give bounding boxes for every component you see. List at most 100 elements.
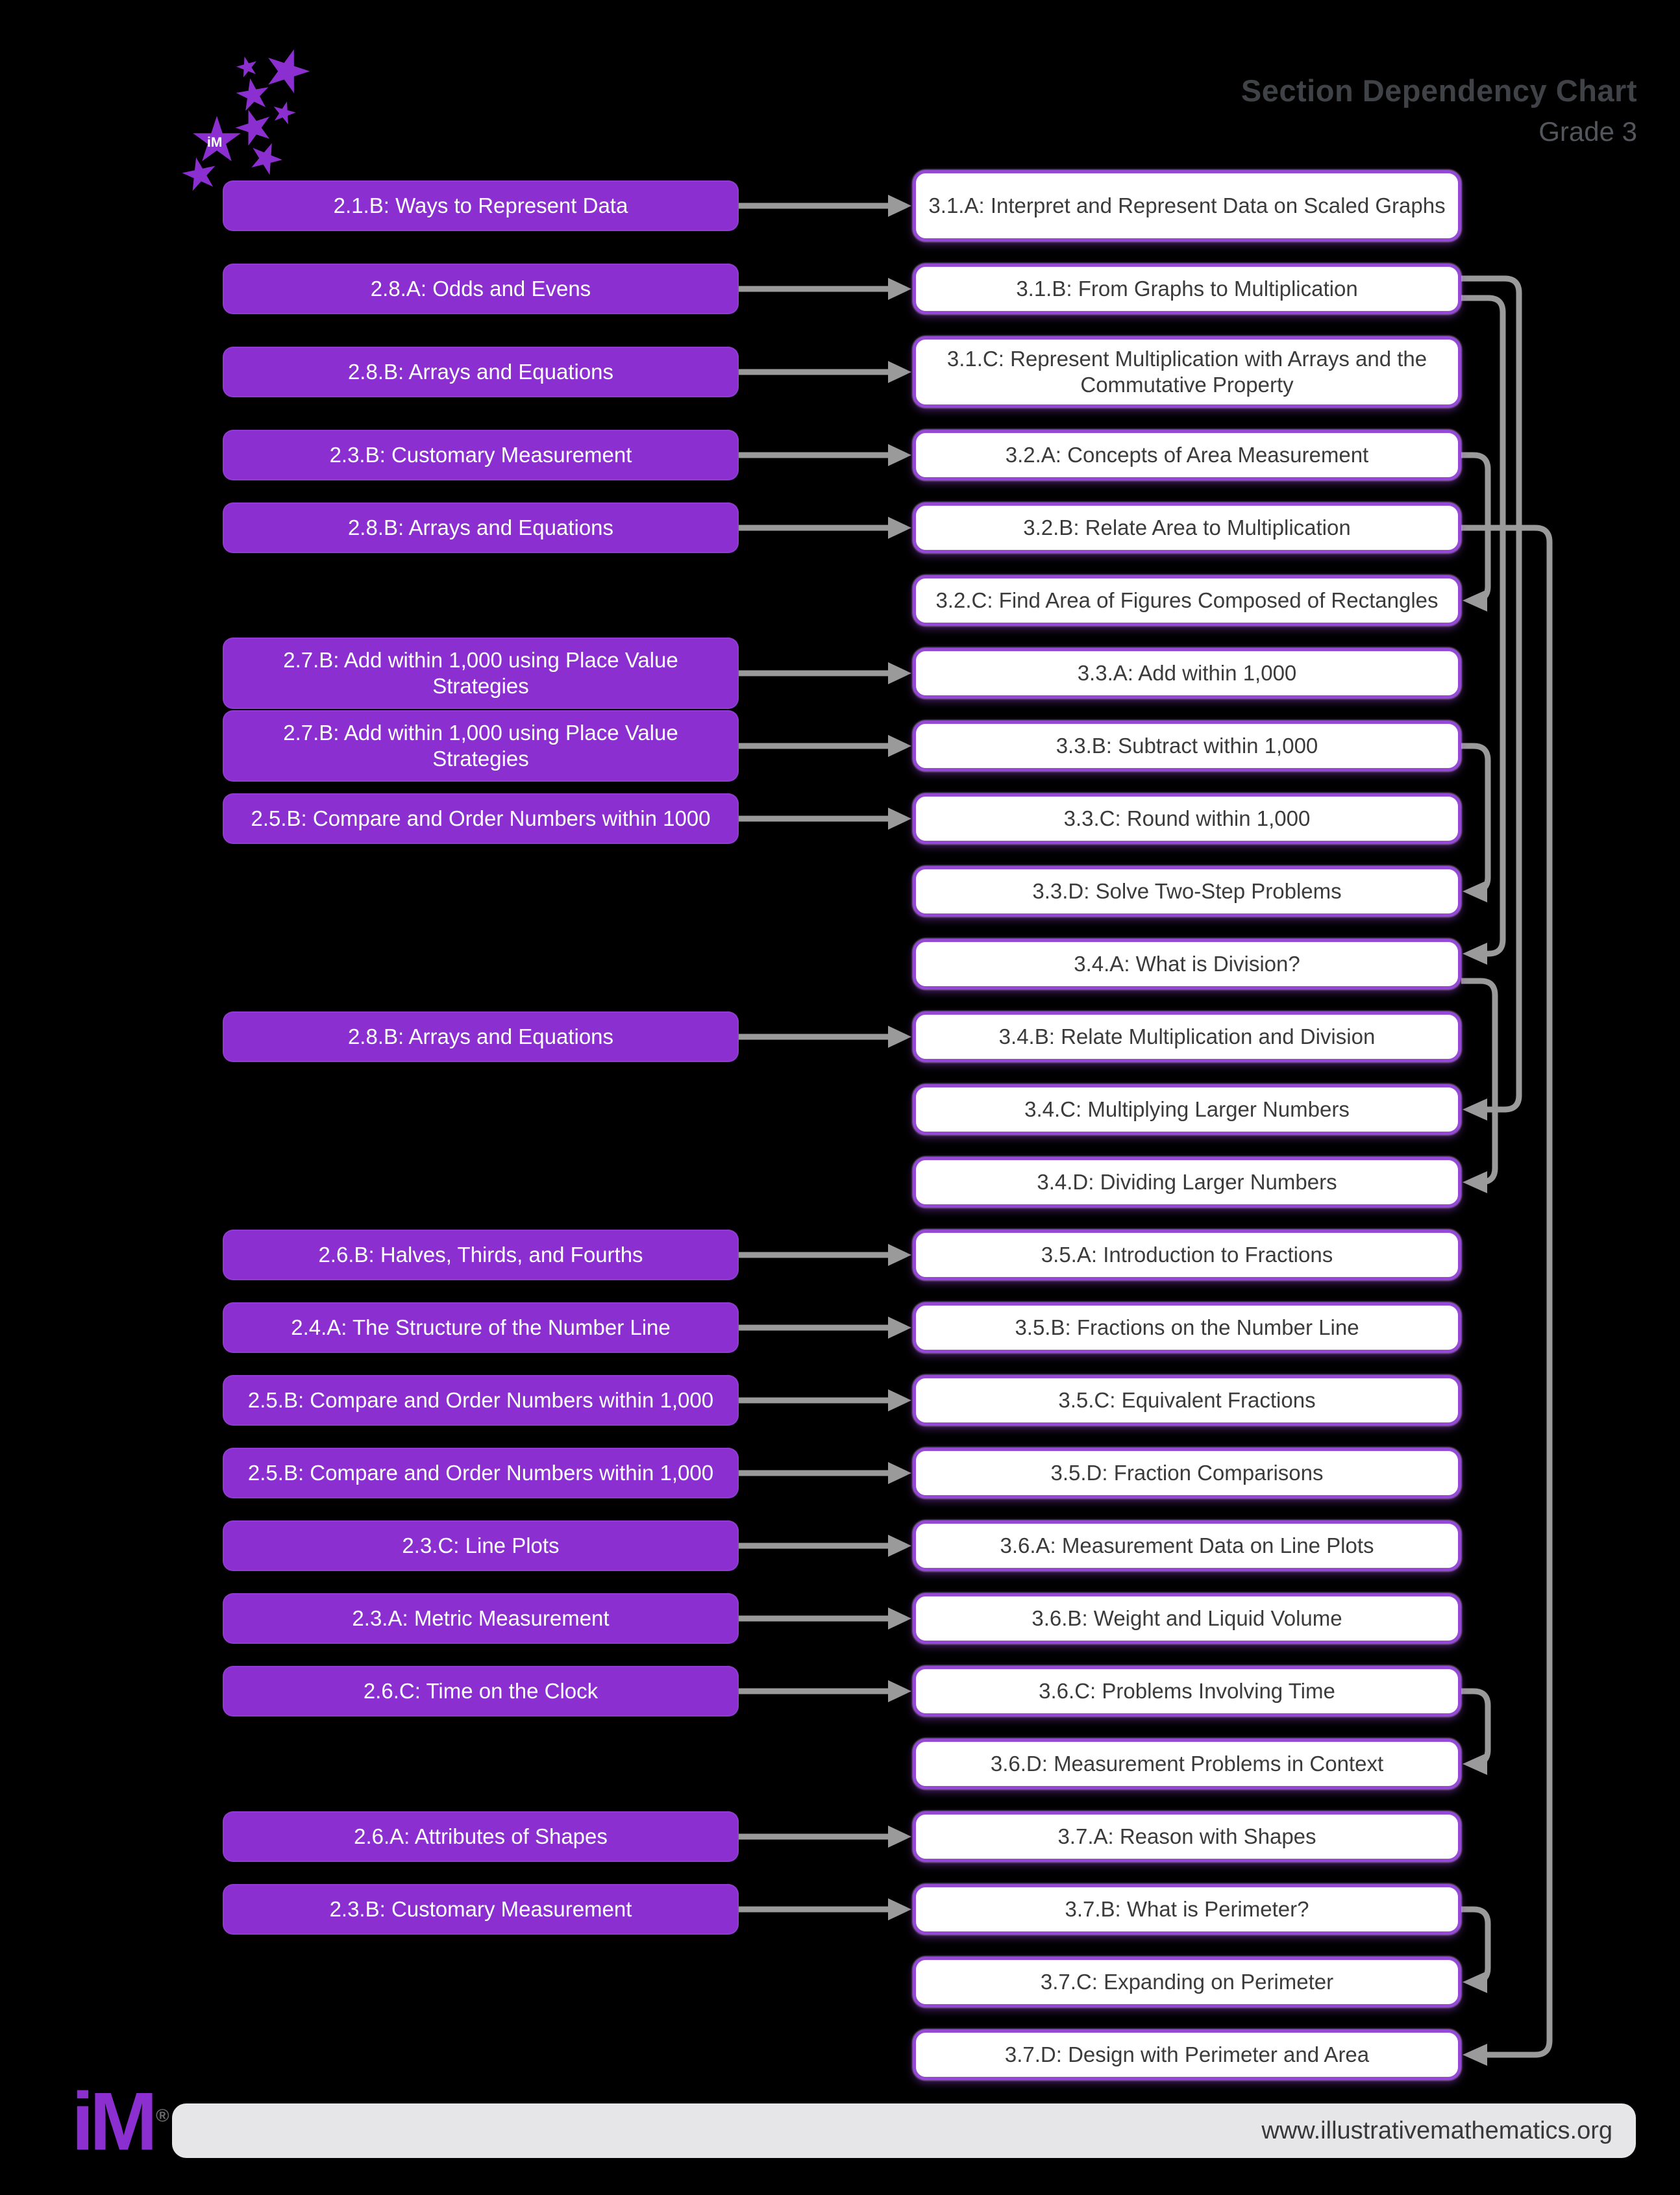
arrowhead-right-icon [888,444,911,466]
dependency-elbow-line [1461,1688,1491,1767]
section-label: 2.3.B: Customary Measurement [329,1896,632,1921]
grade3-section-node: 3.1.B: From Graphs to Multiplication [913,264,1461,314]
grade3-section-node: 3.7.B: What is Perimeter? [913,1884,1461,1935]
section-label: 2.8.B: Arrays and Equations [347,359,614,384]
arrowhead-right-icon [888,1607,911,1630]
grade2-section-node: 2.8.B: Arrays and Equations [223,347,739,397]
arrowhead-right-icon [888,1898,911,1920]
grade3-section-node: 3.4.D: Dividing Larger Numbers [913,1157,1461,1208]
arrowhead-right-icon [888,735,911,757]
chart-header: Section Dependency Chart Grade 3 [1241,73,1637,147]
section-label: 3.3.D: Solve Two-Step Problems [1032,878,1342,903]
arrowhead-right-icon [888,1317,911,1339]
arrowhead-right-icon [888,517,911,539]
section-label: 3.2.B: Relate Area to Multiplication [1023,515,1351,539]
section-label: 2.8.B: Arrays and Equations [347,1024,614,1048]
section-label: 3.6.A: Measurement Data on Line Plots [1000,1533,1374,1557]
footer-bar: www.illustrativemathematics.org [172,2103,1636,2158]
grade2-section-node: 2.3.C: Line Plots [223,1520,739,1571]
dependency-elbow-line [1461,525,1553,2058]
section-label: 3.3.C: Round within 1,000 [1063,806,1311,830]
grade3-section-node: 3.7.A: Reason with Shapes [913,1811,1461,1862]
section-label: 3.4.A: What is Division? [1074,951,1300,976]
arrowhead-left-icon [1463,880,1487,902]
grade3-section-node: 3.7.C: Expanding on Perimeter [913,1957,1461,2007]
grade2-section-node: 2.6.B: Halves, Thirds, and Fourths [223,1230,739,1280]
grade3-section-node: 3.6.D: Measurement Problems in Context [913,1739,1461,1789]
im-logo-text: iM [71,2076,158,2167]
grade3-section-node: 3.5.C: Equivalent Fractions [913,1375,1461,1426]
grade3-section-node: 3.4.C: Multiplying Larger Numbers [913,1084,1461,1135]
grade3-section-node: 3.2.C: Find Area of Figures Composed of … [913,575,1461,626]
dependency-elbow-line [1461,295,1506,957]
section-label: 2.3.A: Metric Measurement [352,1606,610,1630]
grade3-section-node: 3.5.A: Introduction to Fractions [913,1230,1461,1280]
arrowhead-right-icon [888,1680,911,1702]
grade2-section-node: 2.5.B: Compare and Order Numbers within … [223,793,739,844]
im-logo: iM® [71,2081,169,2163]
grade3-section-node: 3.6.B: Weight and Liquid Volume [913,1593,1461,1644]
grade3-section-node: 3.3.A: Add within 1,000 [913,648,1461,699]
grade2-section-node: 2.3.A: Metric Measurement [223,1593,739,1644]
section-label: 3.5.D: Fraction Comparisons [1050,1460,1324,1485]
section-label: 3.5.A: Introduction to Fractions [1041,1242,1333,1267]
section-label: 3.1.C: Represent Multiplication with Arr… [946,346,1427,397]
section-label: 3.7.D: Design with Perimeter and Area [1004,2042,1370,2066]
arrowhead-right-icon [888,1535,911,1557]
arrowhead-right-icon [888,1462,911,1484]
section-label: 2.7.B: Add within 1,000 using Place Valu… [283,720,678,771]
grade2-section-node: 2.5.B: Compare and Order Numbers within … [223,1375,739,1426]
section-label: 3.6.C: Problems Involving Time [1039,1678,1335,1703]
grade2-section-node: 2.6.A: Attributes of Shapes [223,1811,739,1862]
grade3-section-node: 3.1.C: Represent Multiplication with Arr… [913,336,1461,408]
arrowhead-left-icon [1463,1098,1487,1121]
dependency-elbow-line [1461,275,1522,1113]
grade3-section-node: 3.5.D: Fraction Comparisons [913,1448,1461,1498]
section-label: 3.1.B: From Graphs to Multiplication [1016,276,1358,301]
section-label: 3.7.C: Expanding on Perimeter [1040,1969,1334,1994]
grade2-section-node: 2.8.B: Arrays and Equations [223,502,739,553]
section-label: 2.5.B: Compare and Order Numbers within … [247,1387,714,1412]
registered-mark: ® [155,2105,169,2126]
arrowhead-left-icon [1463,589,1487,612]
arrowhead-right-icon [888,1826,911,1848]
arrowhead-left-icon [1463,1753,1487,1775]
grade2-section-node: 2.8.B: Arrays and Equations [223,1011,739,1062]
section-label: 3.2.A: Concepts of Area Measurement [1005,442,1369,467]
section-label: 2.8.B: Arrays and Equations [347,515,614,539]
grade2-section-node: 2.6.C: Time on the Clock [223,1666,739,1717]
section-label: 2.1.B: Ways to Represent Data [333,193,628,217]
grade3-section-node: 3.4.B: Relate Multiplication and Divisio… [913,1011,1461,1062]
arrowhead-right-icon [888,1244,911,1266]
footer-url: www.illustrativemathematics.org [1261,2116,1612,2144]
grade2-section-node: 2.3.B: Customary Measurement [223,1884,739,1935]
section-label: 3.4.B: Relate Multiplication and Divisio… [998,1024,1376,1048]
grade3-section-node: 3.1.A: Interpret and Represent Data on S… [913,170,1461,242]
section-label: 2.3.B: Customary Measurement [329,442,632,467]
section-label: 3.4.D: Dividing Larger Numbers [1037,1169,1337,1194]
arrowhead-left-icon [1463,1171,1487,1193]
grade3-section-node: 3.3.B: Subtract within 1,000 [913,721,1461,771]
dependency-elbow-line [1461,1906,1491,1985]
grade3-section-node: 3.4.A: What is Division? [913,939,1461,989]
grade2-section-node: 2.3.B: Customary Measurement [223,430,739,480]
page-title: Section Dependency Chart [1241,73,1637,108]
dependency-elbow-line [1461,978,1498,1185]
arrowhead-right-icon [888,1389,911,1411]
section-label: 2.6.C: Time on the Clock [363,1678,599,1703]
section-label: 3.2.C: Find Area of Figures Composed of … [935,588,1439,612]
grade2-section-node: 2.8.A: Odds and Evens [223,264,739,314]
arrowhead-left-icon [1463,2044,1487,2066]
grade2-section-node: 2.5.B: Compare and Order Numbers within … [223,1448,739,1498]
section-label: 3.4.C: Multiplying Larger Numbers [1024,1097,1350,1121]
grade2-section-node: 2.4.A: The Structure of the Number Line [223,1302,739,1353]
section-label: 2.5.B: Compare and Order Numbers within … [247,1460,714,1485]
arrowhead-left-icon [1463,1971,1487,1993]
grade2-section-node: 2.1.B: Ways to Represent Data [223,180,739,231]
section-label: 3.1.A: Interpret and Represent Data on S… [928,193,1446,217]
arrowhead-right-icon [888,808,911,830]
grade3-section-node: 3.3.D: Solve Two-Step Problems [913,866,1461,917]
arrowhead-right-icon [888,195,911,217]
